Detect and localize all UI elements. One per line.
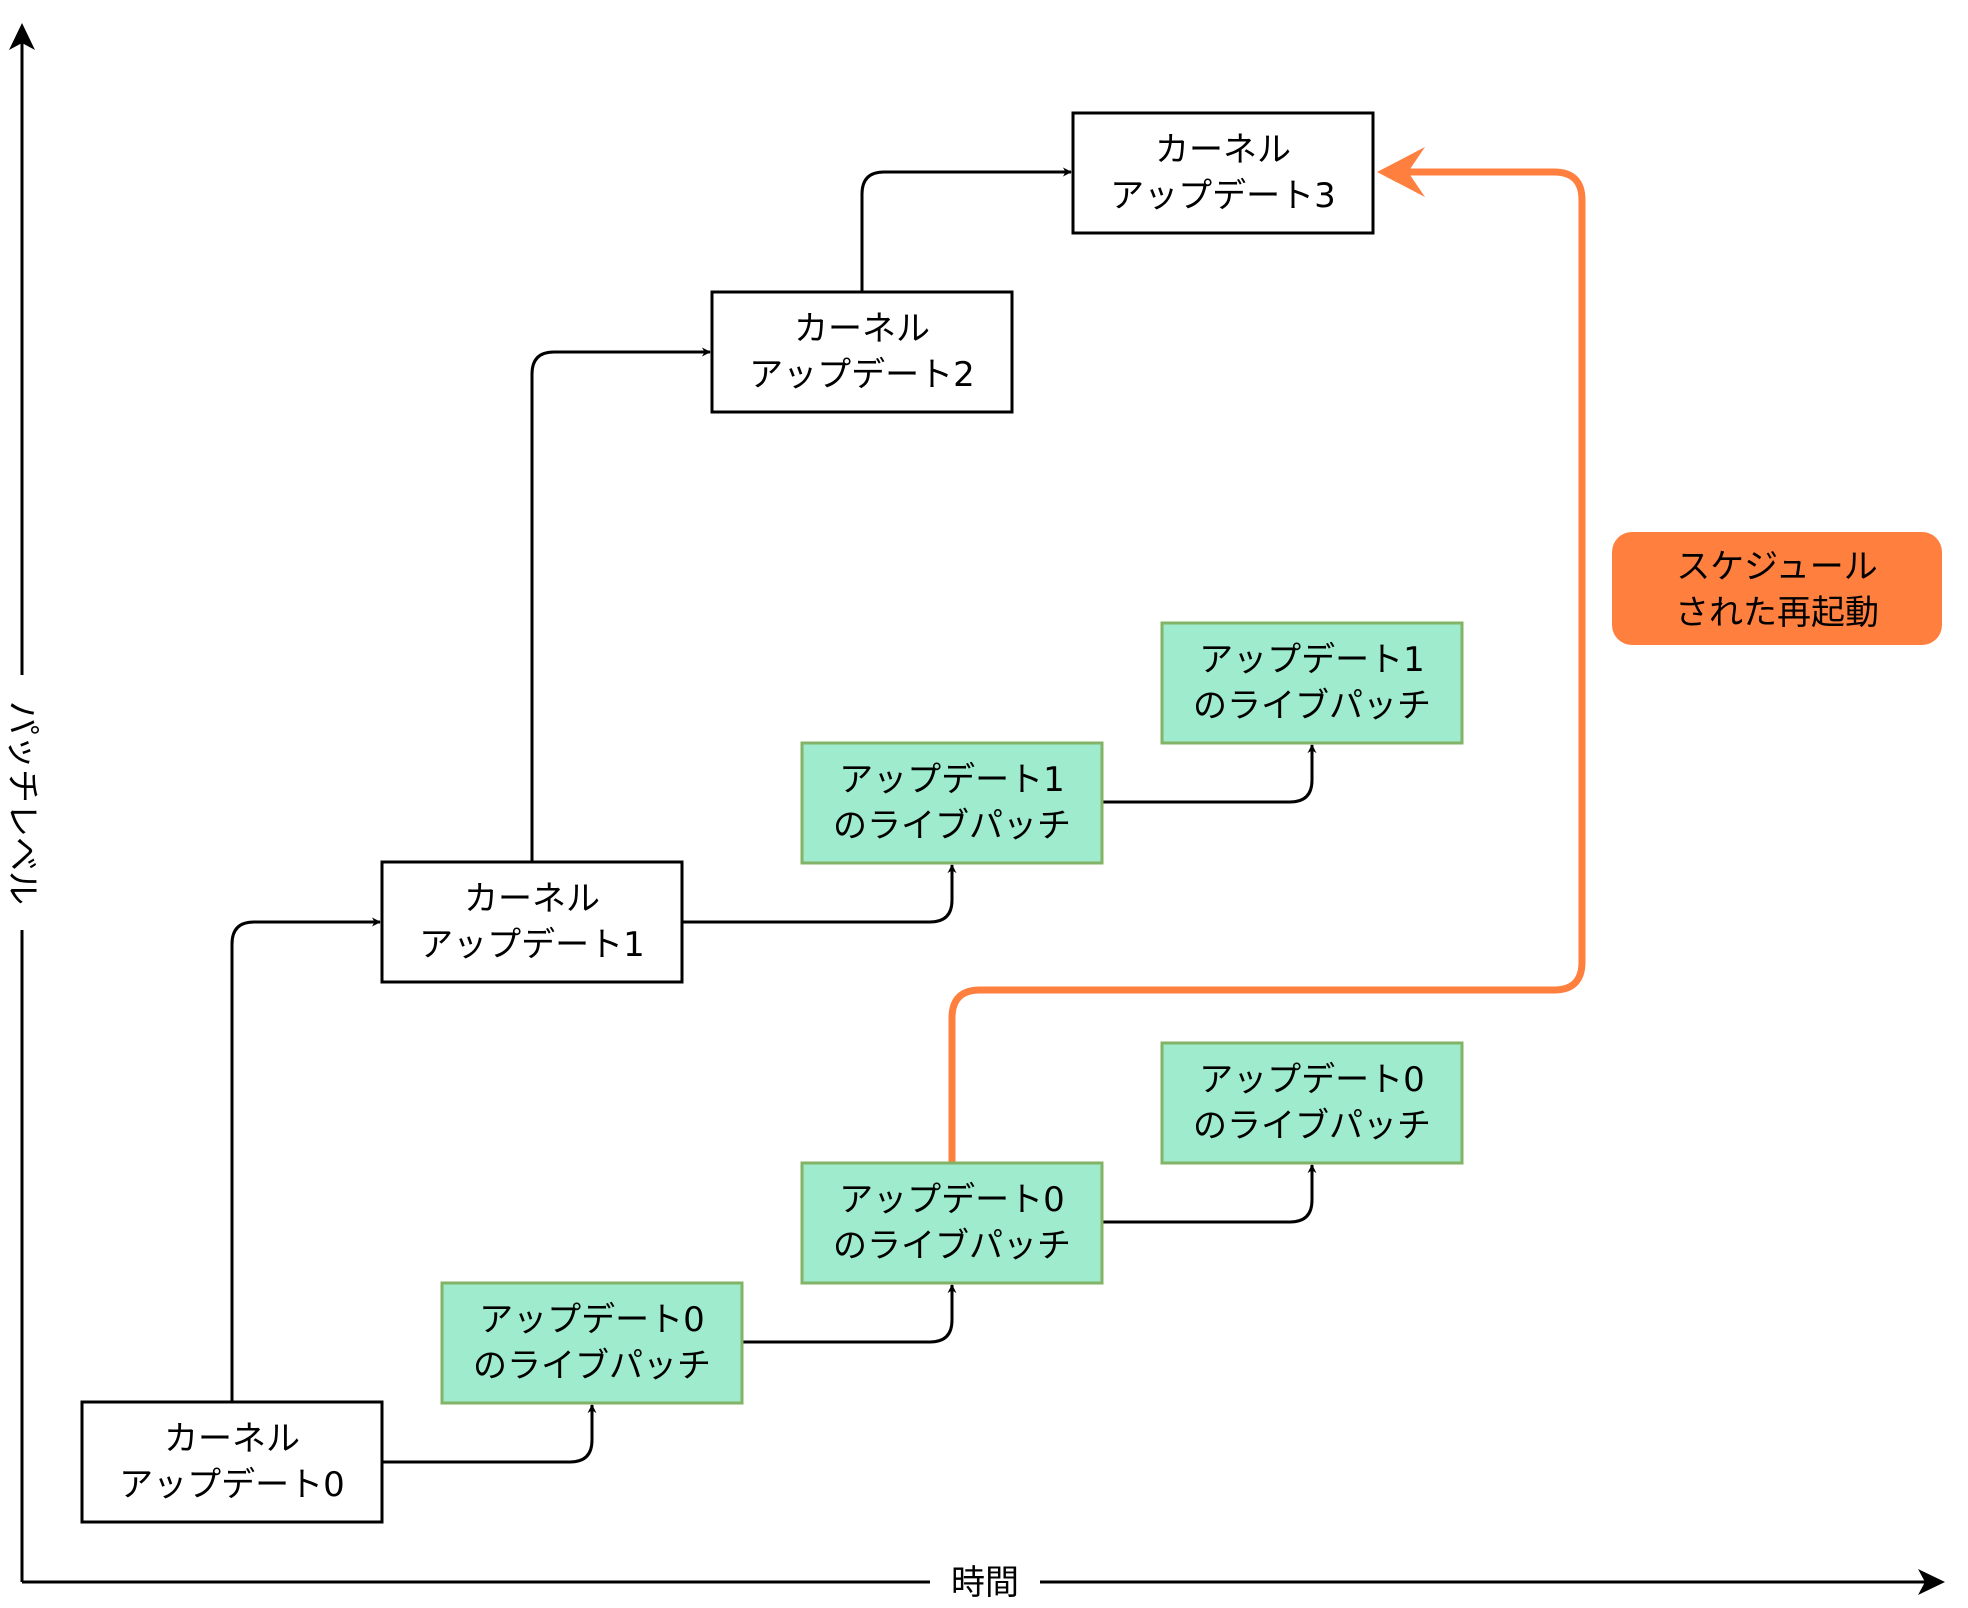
node-label-line-2: アップデート0 — [119, 1465, 345, 1505]
scheduled-reboot-line-1: スケジュール — [1676, 547, 1878, 587]
node-box — [380, 860, 684, 984]
node-label-line-1: カーネル — [164, 1419, 300, 1459]
edge-lp0b-lp0c — [1103, 1164, 1317, 1224]
x-axis-arrowhead-icon — [1918, 1569, 1945, 1595]
nodes-layer: カーネルアップデート0カーネルアップデート1カーネルアップデート2カーネルアップ… — [80, 111, 1464, 1524]
edge-k0-lp0a — [382, 1404, 597, 1464]
scheduled-reboot-line-2: された再起動 — [1675, 593, 1879, 633]
livepatch-node-lp1a: アップデート1 のライブパッチ — [800, 741, 1104, 865]
x-axis-label: 時間 — [951, 1563, 1019, 1603]
node-label-line-1: アップデート0 — [1199, 1060, 1425, 1100]
edge-k2-k3 — [860, 167, 1072, 292]
y-axis: パッチレベル — [2, 23, 42, 1582]
node-label-line-2: アップデート2 — [749, 355, 975, 395]
node-label-line-1: カーネル — [1155, 130, 1291, 170]
edge-k1-lp1a — [682, 864, 957, 924]
node-label-line-1: アップデート0 — [479, 1300, 705, 1340]
livepatch-node-lp0a: アップデート0 のライブパッチ — [440, 1281, 744, 1405]
node-label-line-2: のライブパッチ — [1193, 686, 1431, 726]
edge-lp1a-lp1b — [1103, 744, 1317, 804]
node-box — [1071, 111, 1375, 235]
edges-layer — [230, 147, 1586, 1464]
node-label-line-2: のライブパッチ — [473, 1346, 711, 1386]
node-label-line-1: アップデート1 — [839, 760, 1065, 800]
node-label-line-2: のライブパッチ — [1193, 1106, 1431, 1146]
node-box — [1160, 621, 1464, 745]
node-box — [440, 1281, 744, 1405]
node-box — [800, 1161, 1104, 1285]
scheduled-reboot-label: スケジュール された再起動 — [1612, 532, 1942, 645]
node-label-line-2: アップデート1 — [419, 925, 645, 965]
node-label-line-1: アップデート0 — [839, 1180, 1065, 1220]
y-axis-label: パッチレベル — [2, 701, 42, 905]
node-label-line-1: アップデート1 — [1199, 640, 1425, 680]
livepatch-node-lp0c: アップデート0 のライブパッチ — [1160, 1041, 1464, 1165]
y-axis-arrowhead-icon — [9, 23, 35, 50]
livepatch-node-lp1b: アップデート1 のライブパッチ — [1160, 621, 1464, 745]
node-label-line-2: アップデート3 — [1110, 176, 1336, 216]
node-box — [1160, 1041, 1464, 1165]
edge-k0-k1 — [230, 917, 381, 1402]
node-label-line-2: のライブパッチ — [833, 1226, 1071, 1266]
scheduled-reboot-edge-lp0b-k3 — [948, 168, 1586, 1163]
node-label-line-1: カーネル — [464, 879, 600, 919]
node-box — [710, 290, 1014, 414]
reboot-arrowhead-icon — [1377, 147, 1425, 197]
node-label-line-2: のライブパッチ — [833, 806, 1071, 846]
node-box — [800, 741, 1104, 865]
livepatch-node-lp0b: アップデート0 のライブパッチ — [800, 1161, 1104, 1285]
edge-k1-k2 — [530, 347, 711, 862]
node-label-line-1: カーネル — [794, 309, 930, 349]
node-box — [80, 1400, 384, 1524]
x-axis: 時間 — [22, 1563, 1945, 1603]
edge-lp0a-lp0b — [743, 1284, 957, 1344]
